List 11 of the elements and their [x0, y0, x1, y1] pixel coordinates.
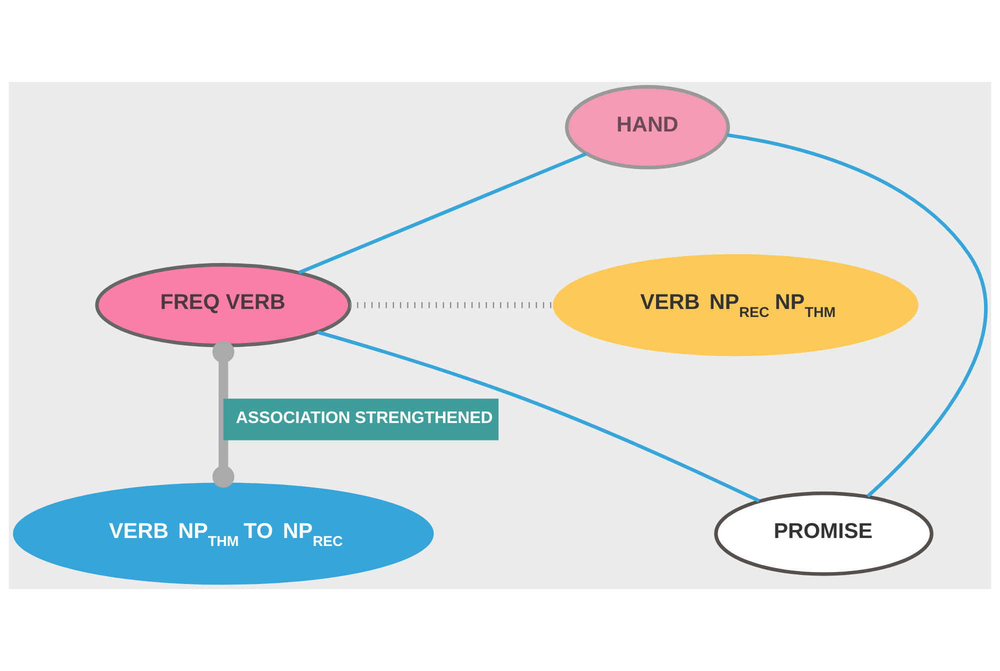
node-ellipse: PROMISE [714, 492, 934, 576]
node-ellipse: FREQ VERB [95, 263, 352, 348]
node-ellipse: HAND [564, 85, 730, 170]
connector [212, 340, 234, 488]
connector [317, 330, 760, 503]
node-ellipse: VERB NP$_{THM}$ TO NP$_{REC}$ [12, 482, 434, 585]
connector [350, 302, 554, 308]
edge-label: ASSOCIATION STRENGTHENED [236, 408, 493, 428]
connector [726, 133, 988, 498]
node-ellipse: VERB NP$_{REC}$ NP$_{THM}$ [552, 254, 918, 356]
connector [298, 152, 587, 274]
